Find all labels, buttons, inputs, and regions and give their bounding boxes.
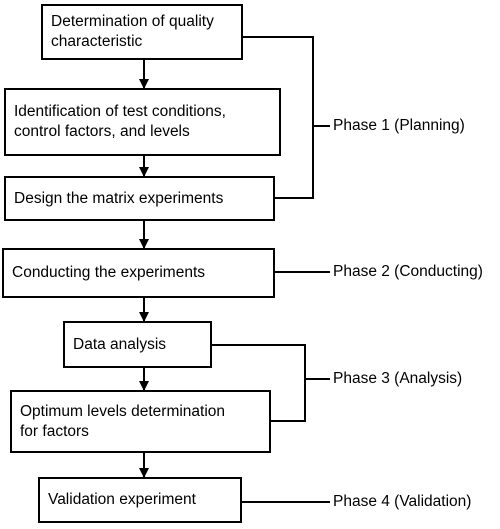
step-conducting-experiments: Conducting the experiments (2, 248, 275, 298)
step-validation-experiment: Validation experiment (38, 477, 242, 523)
step-label: Identification of test conditions, contr… (14, 103, 226, 140)
step-label: Optimum levels determination for factors (20, 402, 226, 440)
step-label: Data analysis (73, 335, 167, 353)
step-identification-test-conditions: Identification of test conditions, contr… (4, 88, 281, 156)
phase-1-bracket (243, 36, 314, 199)
step-label: Validation experiment (48, 491, 196, 508)
phase-3-label: Phase 3 (Analysis) (333, 370, 463, 387)
step-design-matrix-experiments: Design the matrix experiments (4, 176, 275, 221)
phase-1-label: Phase 1 (Planning) (333, 117, 465, 134)
phase-2-label: Phase 2 (Conducting) (333, 263, 483, 280)
step-label: Conducting the experiments (12, 264, 206, 281)
step-determination-quality-characteristic: Determination of quality characteristic (41, 4, 243, 60)
phase-3-bracket (212, 344, 306, 422)
step-label: Determination of quality characteristic (51, 13, 214, 50)
step-optimum-levels-determination: Optimum levels determination for factors (10, 390, 271, 453)
step-label: Design the matrix experiments (14, 189, 224, 207)
phase-4-label: Phase 4 (Validation) (333, 493, 472, 510)
step-data-analysis: Data analysis (63, 321, 212, 368)
